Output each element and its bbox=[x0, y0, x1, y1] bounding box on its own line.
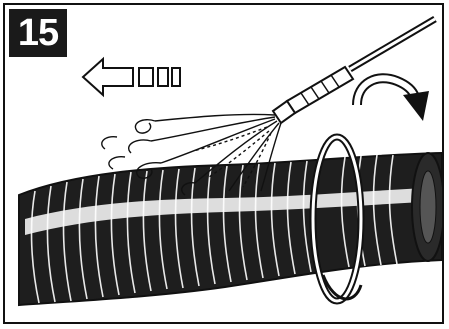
spray-wand-icon bbox=[273, 19, 435, 123]
hose-washing-illustration bbox=[5, 5, 442, 322]
step-number-badge: 15 bbox=[9, 9, 67, 57]
hose-body bbox=[19, 153, 442, 305]
left-arrow-icon bbox=[83, 59, 180, 95]
rotation-arrow-icon bbox=[357, 78, 429, 121]
illustration-frame: 15 bbox=[3, 3, 444, 324]
